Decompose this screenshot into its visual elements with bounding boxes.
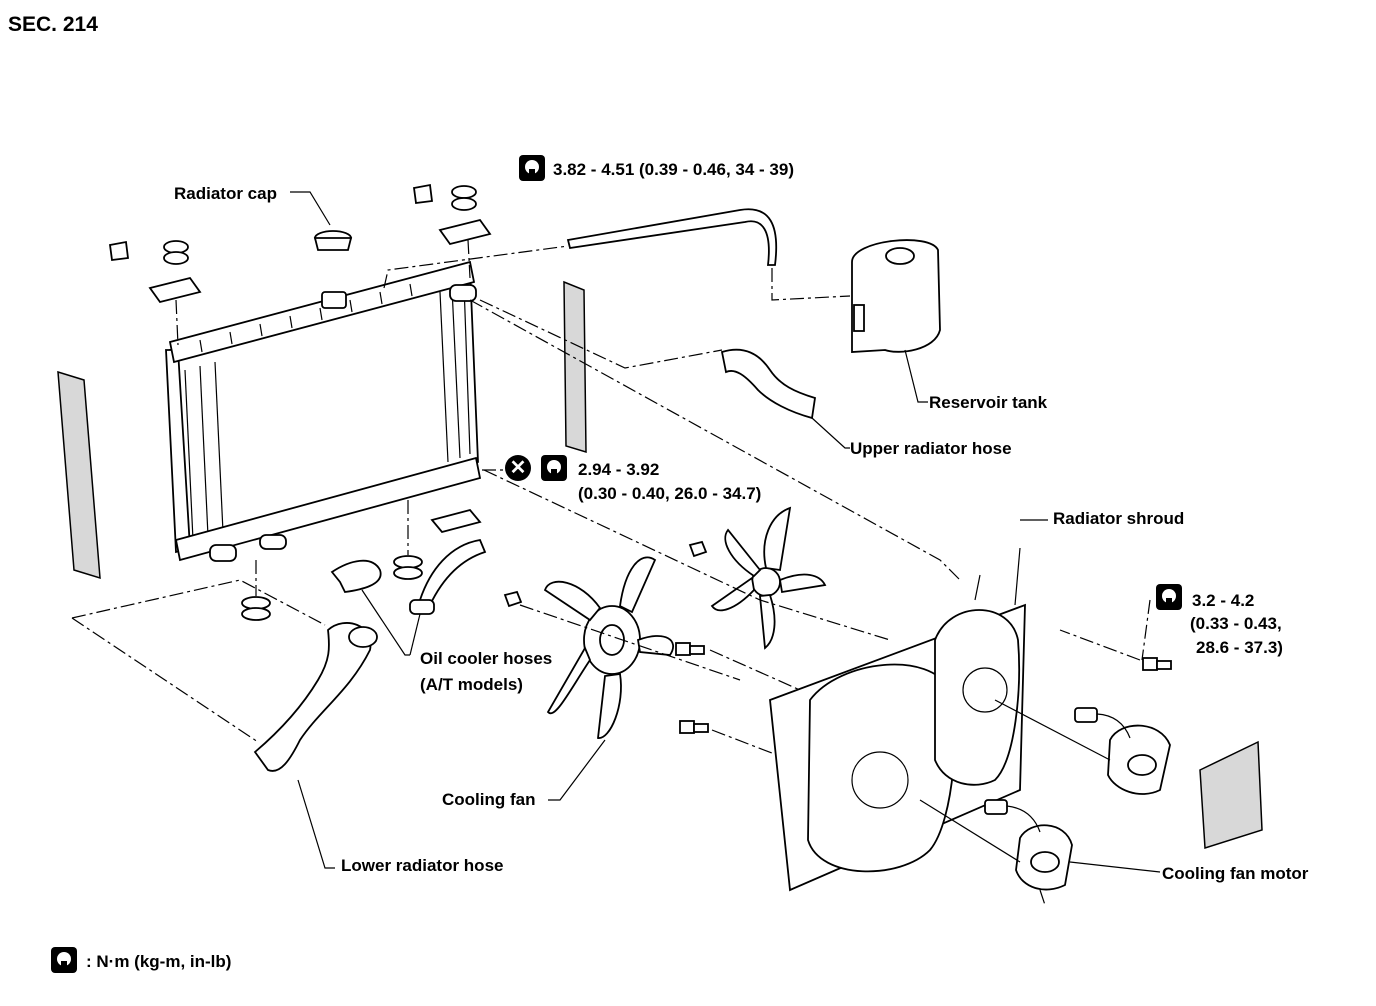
label-oil-cooler-hoses: Oil cooler hoses	[420, 649, 553, 668]
upper-mounts	[108, 183, 492, 346]
torque-spec-drain-line2: (0.30 - 0.40, 26.0 - 34.7)	[578, 484, 762, 503]
label-cooling-fan: Cooling fan	[442, 790, 536, 809]
torque-spec-shroud-line2: (0.33 - 0.43,	[1190, 614, 1282, 633]
reservoir-tank-drawing	[851, 239, 941, 403]
torque-wrench-icon	[1156, 584, 1182, 610]
label-reservoir-tank: Reservoir tank	[929, 393, 1048, 412]
right-seal	[563, 280, 587, 454]
legend-units: : N·m (kg-m, in-lb)	[86, 952, 232, 971]
label-oil-cooler-hoses-note: (A/T models)	[420, 675, 523, 694]
torque-wrench-icon	[51, 947, 77, 973]
torque-spec-drain-line1: 2.94 - 3.92	[578, 460, 660, 479]
torque-spec-shroud-line3: 28.6 - 37.3)	[1196, 638, 1283, 657]
radiator-shroud-drawing	[769, 519, 1048, 892]
overflow-hose	[566, 208, 778, 266]
do-not-reuse-icon: ✕	[505, 455, 531, 481]
section-number: SEC. 214	[8, 13, 98, 36]
left-seal	[57, 370, 101, 580]
label-cooling-fan-motor: Cooling fan motor	[1162, 864, 1309, 883]
label-upper-radiator-hose: Upper radiator hose	[850, 439, 1012, 458]
torque-wrench-icon	[519, 155, 545, 181]
label-radiator-cap: Radiator cap	[174, 184, 277, 203]
radiator	[165, 260, 482, 562]
torque-spec-top: 3.82 - 4.51 (0.39 - 0.46, 34 - 39)	[553, 160, 794, 179]
bolts	[503, 540, 1172, 761]
upper-hose-drawing	[720, 348, 817, 420]
cooling-fan-motors-drawing	[919, 699, 1263, 906]
torque-wrench-icon	[541, 455, 567, 481]
cooling-fan-small	[710, 506, 827, 650]
cooling-fan-large	[543, 556, 674, 801]
torque-spec-shroud-line1: 3.2 - 4.2	[1192, 591, 1255, 610]
oil-cooler-hoses-drawing	[330, 538, 487, 656]
label-radiator-shroud: Radiator shroud	[1053, 509, 1185, 528]
label-lower-radiator-hose: Lower radiator hose	[341, 856, 504, 875]
lower-mounts	[241, 500, 482, 621]
